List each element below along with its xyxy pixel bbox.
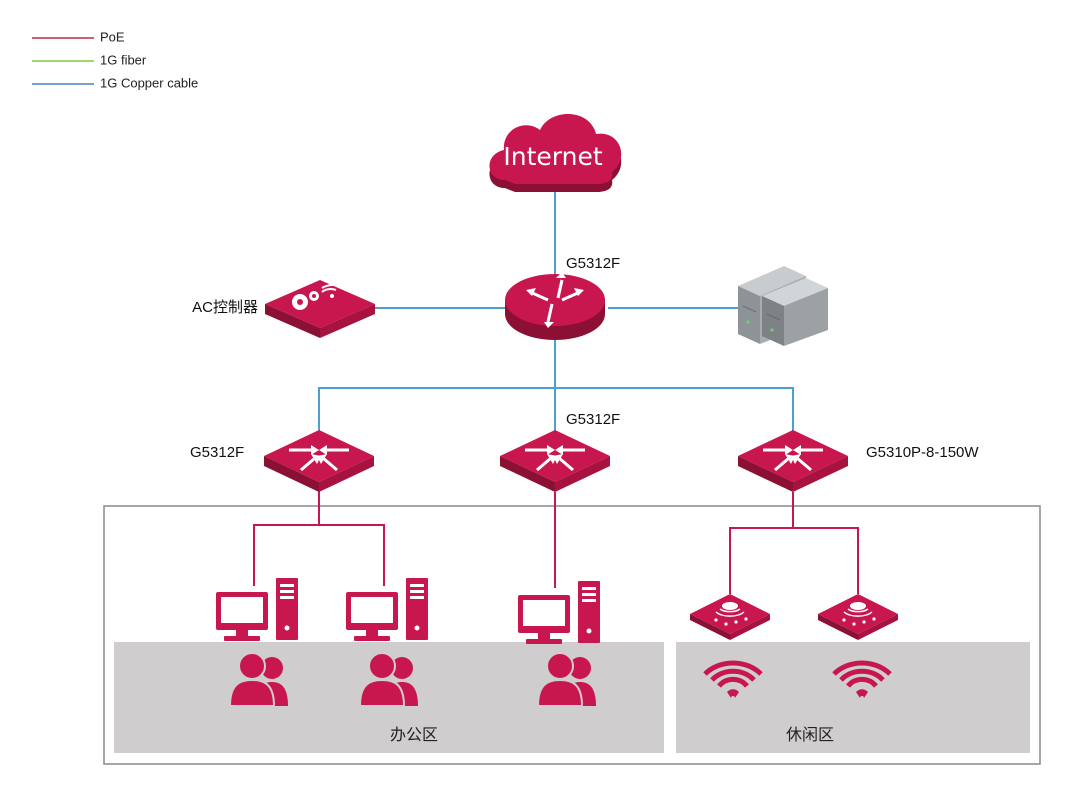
poe-lines <box>253 490 859 594</box>
legend-label-poe: PoE <box>100 29 125 44</box>
switch-left-label: G5312F <box>190 444 244 461</box>
switch-left: G5312F <box>190 430 374 492</box>
ac-controller-label: AC控制器 <box>192 299 258 316</box>
right-switch-to-ap2-link <box>793 527 859 594</box>
access-point-icon <box>689 593 771 641</box>
computer-icon <box>216 578 298 641</box>
office-zone-label: 办公区 <box>390 725 438 744</box>
uplink-lines <box>318 180 794 434</box>
right-switch-to-ap1-link <box>729 492 794 594</box>
legend-label-fiber: 1G fiber <box>100 52 147 67</box>
internet-cloud: Internet <box>489 113 622 192</box>
ac-controller-icon <box>292 283 343 310</box>
legend-item-fiber: 1G fiber <box>32 52 147 67</box>
left-switch-to-pc1-link <box>253 490 320 586</box>
access-point-icon <box>817 593 899 641</box>
legend-label-copper: 1G Copper cable <box>100 75 198 90</box>
access-area-frame <box>103 505 1041 765</box>
legend-item-poe: PoE <box>32 29 125 44</box>
leisure-zone-label: 休闲区 <box>786 725 834 744</box>
server <box>738 266 828 346</box>
leisure-zone <box>676 642 1030 753</box>
core-switch: G5312F <box>505 255 620 340</box>
server-icon <box>738 266 828 346</box>
switch-middle-label: G5312F <box>566 411 620 428</box>
left-switch-to-pc2-link <box>319 524 385 586</box>
legend-item-copper: 1G Copper cable <box>32 75 198 90</box>
computer-icon <box>518 581 600 644</box>
computer-icon <box>346 578 428 641</box>
ac-controller: AC控制器 <box>192 280 375 338</box>
switch-right-label: G5310P-8-150W <box>866 444 979 461</box>
core-switch-label: G5312F <box>566 255 620 272</box>
internet-label: Internet <box>503 142 602 171</box>
legend: PoE 1G fiber 1G Copper cable <box>32 29 198 90</box>
switch-middle: G5312F <box>500 411 620 492</box>
switch-right: G5310P-8-150W <box>738 430 979 492</box>
